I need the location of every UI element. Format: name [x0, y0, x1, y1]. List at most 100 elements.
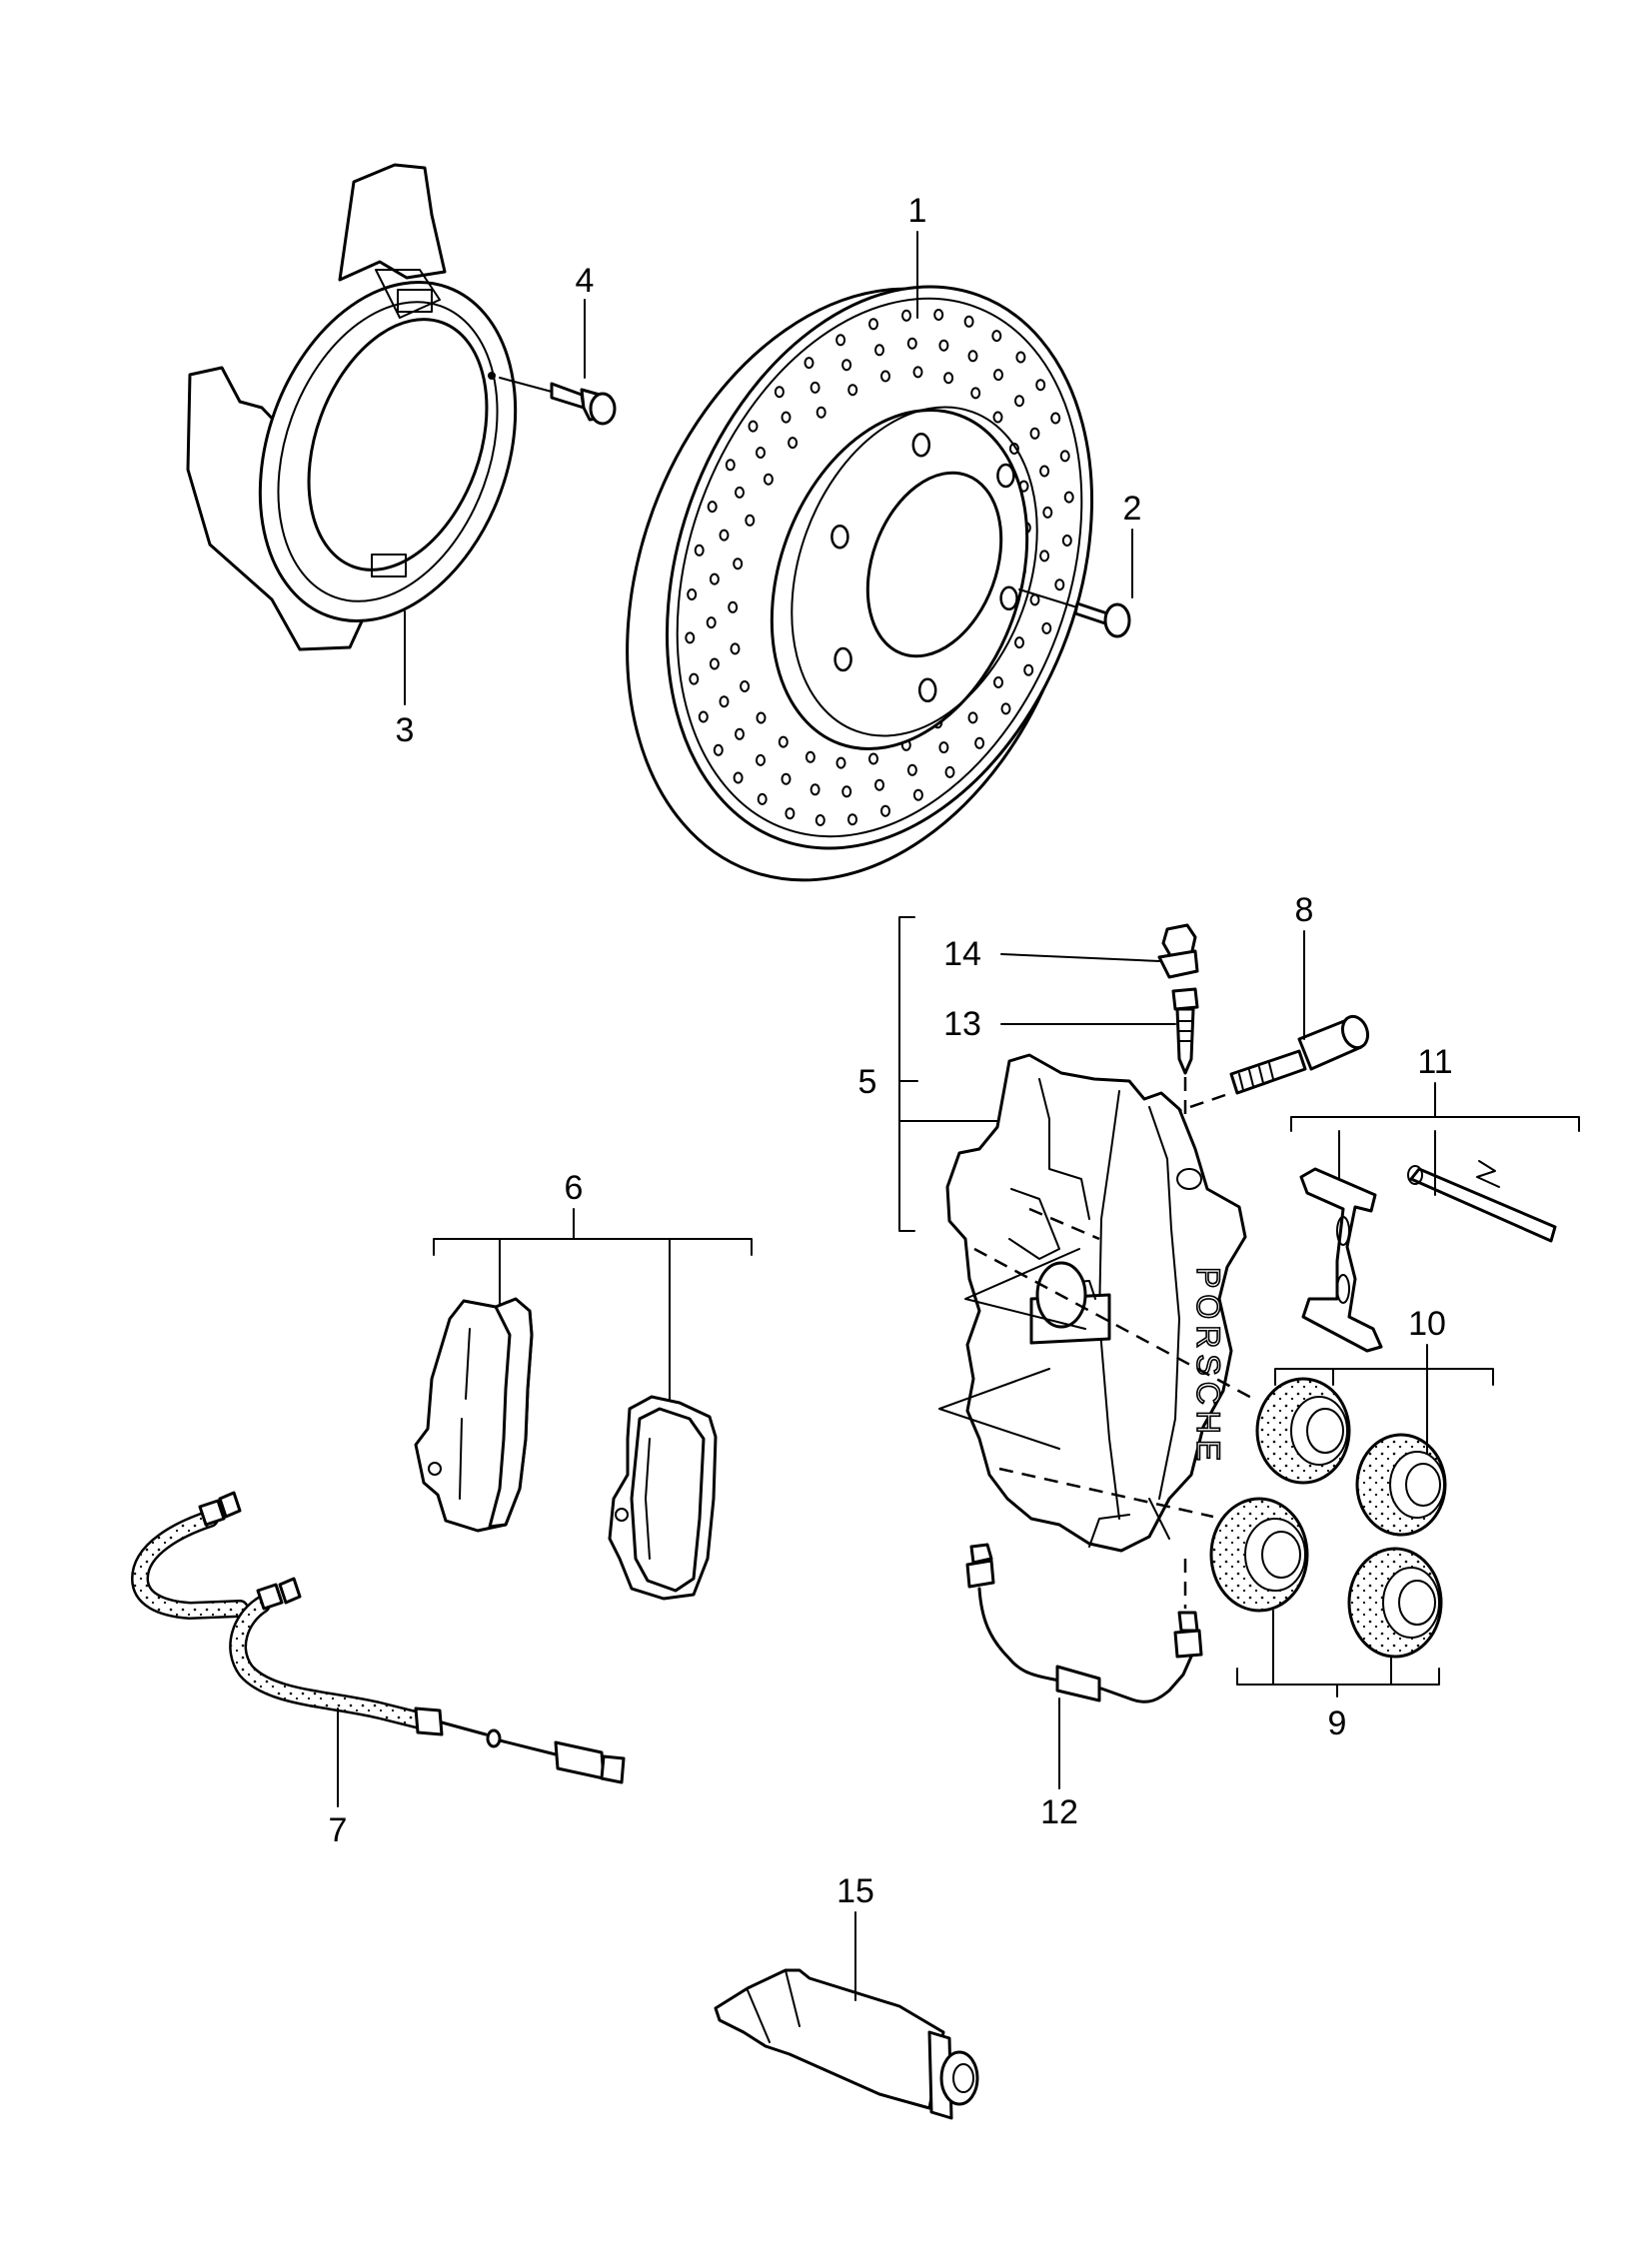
drill-hole	[841, 359, 852, 372]
drill-hole	[781, 411, 792, 424]
drill-hole	[756, 447, 766, 459]
hub-bolt-hole	[996, 463, 1015, 489]
leader-14	[1000, 953, 1160, 962]
drill-hole	[1014, 395, 1024, 408]
drill-hole	[763, 473, 774, 486]
drill-hole	[835, 756, 846, 769]
hub-bolt-hole	[833, 646, 852, 672]
axis-8	[1148, 1093, 1226, 1123]
hub-bolt-hole	[911, 432, 931, 458]
drill-hole	[967, 350, 978, 363]
caliper-bolt	[1229, 1014, 1370, 1095]
callout-10: 10	[1408, 1305, 1446, 1343]
disc-hub-holes	[830, 432, 1018, 703]
brake-disc	[626, 285, 1094, 882]
callout-11: 11	[1417, 1043, 1452, 1081]
disc-cross-drill-holes	[685, 309, 1074, 826]
callout-12: 12	[1040, 1793, 1078, 1831]
drill-hole	[847, 384, 858, 397]
axis-seal-b	[998, 1467, 1214, 1519]
drill-hole	[810, 783, 820, 796]
callout-6: 6	[565, 1169, 584, 1207]
piston-seal-b	[1355, 1433, 1447, 1537]
drill-hole	[756, 711, 767, 724]
drill-hole	[1014, 636, 1024, 649]
drill-hole	[719, 695, 730, 708]
drill-hole	[1061, 535, 1072, 547]
hub-bolt-hole	[830, 524, 849, 550]
drill-hole	[868, 752, 878, 765]
drill-hole	[689, 672, 700, 685]
drill-hole	[713, 743, 724, 756]
drill-hole	[906, 337, 917, 350]
caliper-brand-text: PORSCHE	[1190, 1267, 1226, 1467]
drill-hole	[993, 369, 1003, 382]
drill-hole	[963, 315, 974, 328]
drill-hole	[757, 792, 768, 805]
drill-hole	[991, 330, 1002, 343]
brake-caliper: PORSCHE	[945, 1053, 1247, 1553]
drill-hole	[735, 486, 745, 499]
drill-hole	[778, 735, 789, 748]
dust-shield	[186, 163, 518, 651]
drill-hole	[804, 357, 814, 370]
drill-hole	[906, 763, 917, 776]
retaining-pin	[1407, 1160, 1557, 1243]
drill-hole	[788, 437, 799, 450]
callout-13: 13	[943, 1005, 981, 1043]
drill-hole	[781, 772, 792, 785]
drill-hole	[912, 366, 923, 379]
drill-hole	[938, 741, 949, 754]
brake-pad-left	[414, 1297, 534, 1533]
drill-hole	[810, 381, 820, 394]
drill-hole	[694, 544, 705, 557]
drill-hole	[698, 710, 709, 723]
drill-hole	[1015, 351, 1026, 364]
callout-3: 3	[396, 711, 415, 749]
drill-hole	[733, 771, 744, 784]
drill-hole	[933, 309, 944, 321]
drill-hole	[1039, 465, 1050, 478]
drill-hole	[1008, 443, 1019, 455]
drill-hole	[880, 370, 890, 383]
callout-8: 8	[1295, 891, 1314, 929]
bleeder-valve	[1171, 987, 1199, 1075]
drill-hole	[1063, 491, 1074, 504]
brake-line	[965, 1543, 1203, 1703]
brake-pad-right	[608, 1395, 718, 1601]
drill-hole	[709, 657, 720, 670]
drill-hole	[815, 406, 826, 419]
drill-hole	[740, 680, 751, 692]
shield-bolt	[499, 377, 617, 426]
piston-seal-a	[1255, 1377, 1351, 1485]
drill-hole	[868, 318, 878, 331]
hub-bolt-hole	[999, 585, 1018, 611]
drill-hole	[1041, 621, 1052, 634]
drill-hole	[880, 804, 890, 817]
drill-hole	[709, 572, 720, 585]
drill-hole	[1035, 379, 1046, 392]
drill-hole	[1039, 550, 1050, 563]
drill-hole	[1023, 663, 1034, 676]
bracket-6	[433, 1238, 753, 1256]
drill-hole	[748, 420, 759, 433]
drill-hole	[1029, 593, 1040, 606]
drill-hole	[730, 642, 741, 655]
wear-sensor	[130, 1491, 626, 1784]
drill-hole	[774, 386, 785, 399]
drill-hole	[725, 459, 736, 472]
callout-7: 7	[329, 1811, 348, 1849]
axis-seal-c	[1028, 1207, 1100, 1241]
drill-hole	[1054, 578, 1065, 591]
drill-hole	[756, 753, 766, 766]
bracket-5	[898, 916, 915, 1232]
bracket-10	[1274, 1368, 1494, 1386]
piston-seal-d	[1347, 1547, 1443, 1659]
guide-lines	[938, 1248, 1086, 1450]
callout-1: 1	[908, 192, 927, 230]
drill-hole	[685, 631, 696, 644]
drill-hole	[735, 727, 745, 740]
drill-hole	[785, 807, 796, 820]
drill-hole	[912, 788, 923, 801]
